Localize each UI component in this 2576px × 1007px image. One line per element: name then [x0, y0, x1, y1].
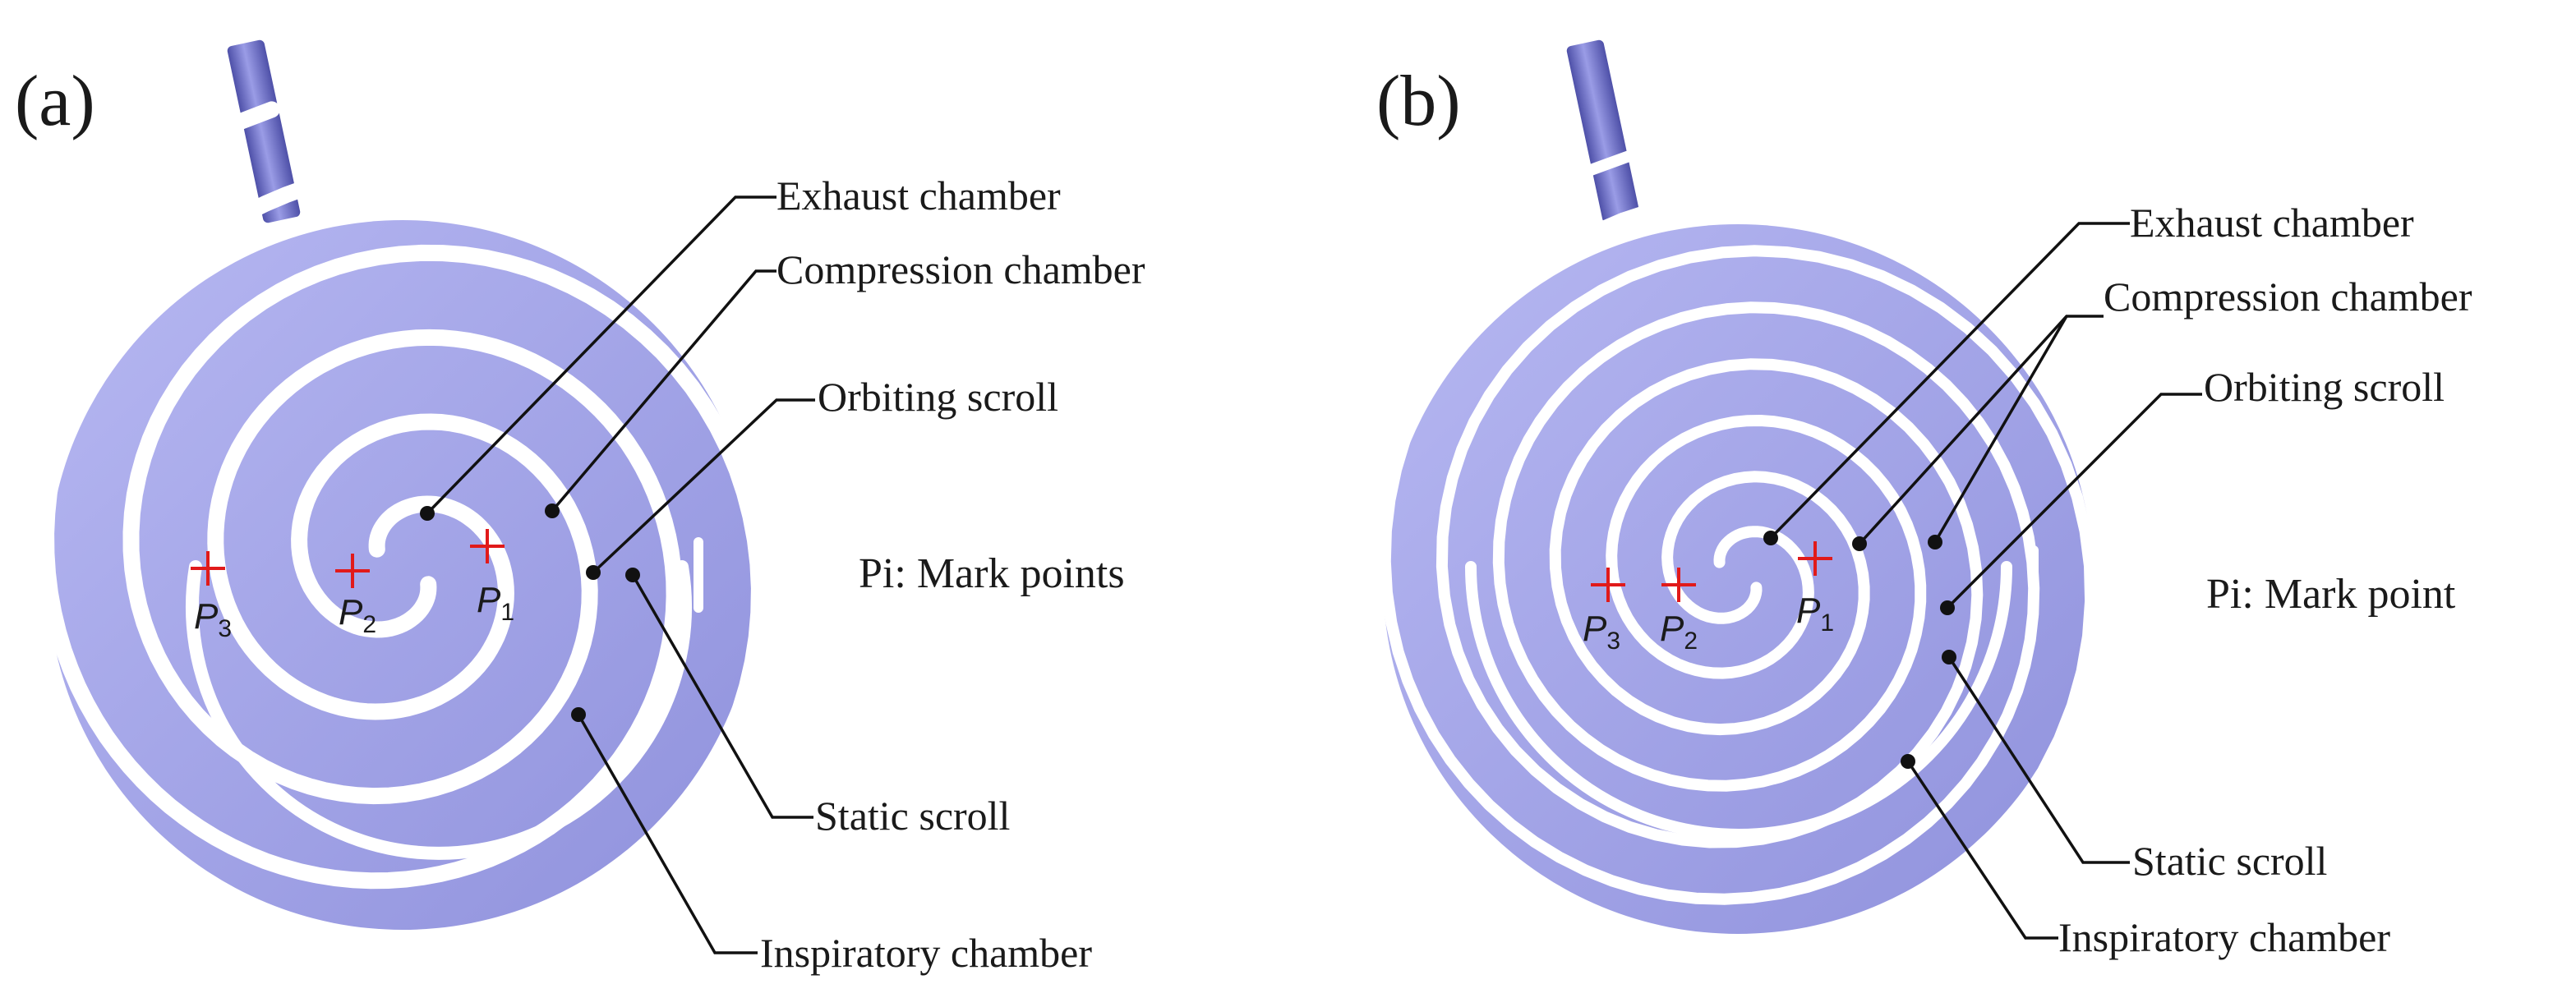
leader-orbiting-a [592, 398, 815, 574]
mark-point-p2-a: P2 [335, 554, 376, 638]
scroll-compressor-a [0, 39, 767, 974]
scroll-gap-ring-a [186, 560, 692, 860]
mark-points-note-b: Pi: Mark point [2206, 571, 2456, 618]
leader-compression-a [551, 269, 776, 513]
svg-text:P1: P1 [477, 580, 514, 626]
scroll-gap-inner-a [38, 168, 683, 890]
label-compression-chamber-a: Compression chamber [776, 246, 1145, 292]
scroll-gaps-b [1322, 131, 2110, 962]
scroll-gap-inner-b [1379, 188, 2097, 905]
panel-b: (b) P1 P2 P3 [1322, 39, 2472, 962]
svg-text:P2: P2 [1660, 609, 1698, 655]
scroll-gap-outer-b [1322, 131, 2110, 962]
label-exhaust-chamber-a: Exhaust chamber [776, 172, 1061, 218]
leader-dots-b [1763, 531, 1956, 769]
label-exhaust-chamber-b: Exhaust chamber [2130, 200, 2414, 246]
panel-tag-a: (a) [15, 62, 95, 141]
leaders-b [1769, 222, 2202, 940]
label-orbiting-scroll-a: Orbiting scroll [818, 374, 1058, 420]
label-inspiratory-chamber-b: Inspiratory chamber [2058, 914, 2390, 960]
label-inspiratory-chamber-a: Inspiratory chamber [760, 930, 1092, 976]
leader-static-b [1947, 656, 2130, 864]
svg-text:P1: P1 [1796, 591, 1834, 637]
svg-text:P2: P2 [339, 592, 376, 638]
panel-a: (a) P1 P2 P3 [0, 39, 1145, 976]
leader-dots-a [420, 503, 640, 722]
discharge-pipe-a [227, 39, 301, 223]
label-orbiting-scroll-b: Orbiting scroll [2204, 364, 2445, 410]
leader-inspiratory-a [577, 714, 758, 954]
leader-exhaust-a [426, 195, 776, 515]
leaders-a [426, 195, 815, 954]
scroll-gaps-a [0, 101, 767, 974]
leader-compression-b2 [1933, 315, 2068, 543]
static-scroll-disc-a [48, 220, 758, 930]
mark-point-p3-a: P3 [191, 551, 232, 642]
mark-point-p1-a: P1 [470, 529, 514, 626]
leader-exhaust-b [1769, 222, 2130, 540]
static-scroll-disc-b [1383, 224, 2093, 934]
mark-point-p2-b: P2 [1660, 568, 1698, 655]
svg-text:P3: P3 [194, 596, 232, 642]
scroll-gap-ring-b [1465, 561, 2012, 840]
mark-points-note-a: Pi: Mark points [859, 550, 1125, 597]
label-static-scroll-a: Static scroll [815, 793, 1010, 839]
svg-text:P3: P3 [1583, 609, 1620, 655]
mark-point-p1-b: P1 [1796, 541, 1834, 637]
panel-tag-b: (b) [1376, 62, 1461, 141]
discharge-pipe-b [1566, 39, 1640, 223]
mark-point-p3-b: P3 [1583, 568, 1625, 655]
label-compression-chamber-b: Compression chamber [2104, 274, 2472, 320]
leader-inspiratory-b [1906, 761, 2058, 940]
scroll-gap-outer-a [0, 101, 767, 974]
leader-orbiting-b [1946, 393, 2202, 609]
leader-static-a [631, 574, 813, 819]
label-static-scroll-b: Static scroll [2132, 838, 2327, 884]
scroll-compressor-b [1322, 39, 2110, 962]
